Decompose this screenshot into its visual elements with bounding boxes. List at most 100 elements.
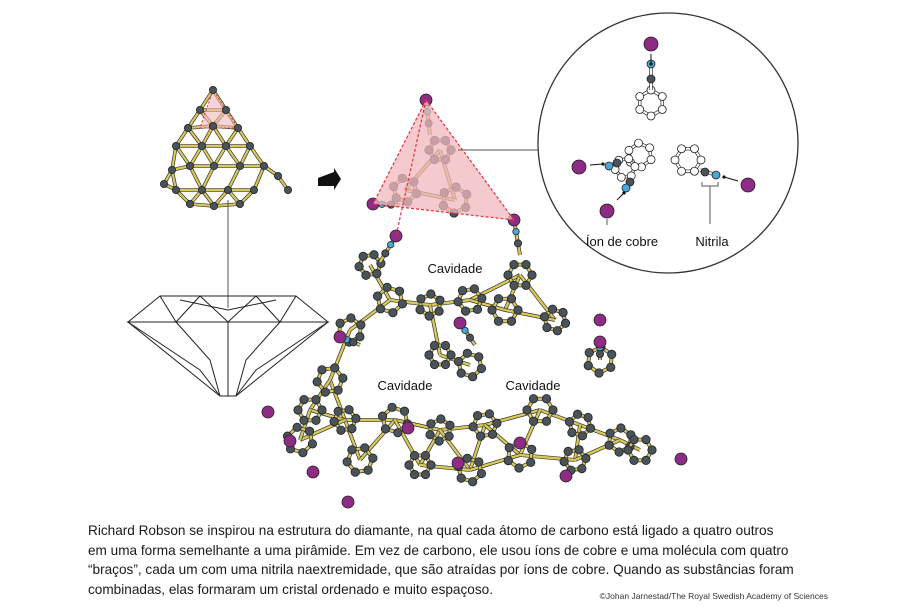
carbon-atom: [504, 443, 514, 453]
copper-ion: [643, 36, 659, 52]
carbon-atom: [208, 86, 217, 95]
carbon-atom: [474, 352, 484, 362]
carbon-atom: [167, 165, 176, 174]
carbon-atom: [245, 141, 254, 150]
carbon-atom: [317, 405, 327, 415]
carbon-atom: [299, 415, 309, 425]
carbon-atom: [349, 338, 358, 347]
carbon-atom: [629, 455, 639, 465]
carbon-atom: [171, 185, 180, 194]
carbon-atom: [468, 422, 478, 432]
copper-ion: [674, 452, 688, 466]
carbon-atom: [369, 250, 379, 260]
copper-ion: [261, 405, 275, 419]
copper-ion: [306, 465, 320, 479]
carbon-atom: [420, 450, 431, 461]
carbon-atom: [354, 262, 364, 272]
carbon-atom: [484, 409, 495, 419]
carbon-atom: [197, 141, 206, 150]
carbon-atom: [657, 92, 667, 101]
nitrile-label: Nitrila: [695, 234, 729, 249]
carbon-atom: [476, 363, 487, 374]
carbon-atom: [394, 286, 405, 296]
copper-ion: [740, 177, 756, 193]
carbon-atom: [436, 414, 446, 424]
carbon-atom: [434, 306, 444, 316]
carbon-atom: [382, 282, 392, 292]
carbon-atom: [513, 305, 523, 315]
carbon-atom: [298, 448, 308, 458]
carbon-atom: [235, 199, 244, 208]
copper-ion: [599, 203, 615, 219]
bond: [469, 298, 506, 312]
carbon-atom: [434, 436, 444, 446]
carbon-atom: [560, 318, 571, 328]
copper-ion: [571, 159, 587, 175]
carbon-atom: [420, 469, 431, 480]
carbon-atom: [596, 349, 605, 358]
carbon-atom: [356, 320, 366, 330]
copper-ion: [341, 495, 355, 509]
carbon-atom: [583, 412, 593, 423]
carbon-atom: [475, 431, 486, 441]
carbon-atom: [292, 422, 302, 432]
pyramid: [372, 98, 516, 221]
carbon-atom: [388, 308, 398, 318]
carbon-atom: [368, 453, 378, 463]
carbon-atom: [526, 457, 536, 467]
carbon-atom: [559, 457, 569, 467]
copper-ion: [453, 316, 467, 330]
carbon-atom: [456, 473, 466, 483]
bond: [175, 145, 191, 167]
carbon-atom: [465, 333, 474, 342]
carbon-atom: [547, 304, 558, 314]
carbon-atom: [514, 239, 523, 248]
carbon-atom: [548, 405, 558, 415]
bond: [349, 299, 391, 331]
carbon-atom: [435, 295, 445, 305]
arrowhead-icon: [722, 175, 726, 179]
carbon-atom: [235, 161, 244, 170]
caption-line: combinadas, elas formaram um cristal ord…: [88, 581, 493, 597]
bond: [189, 202, 215, 208]
bond: [359, 419, 396, 461]
carbon-atom: [351, 413, 361, 423]
bond: [227, 165, 241, 191]
carbon-atom: [577, 431, 588, 441]
nitrogen-atom: [711, 170, 721, 180]
carbon-atom: [469, 284, 480, 294]
carbon-atom: [350, 467, 360, 477]
arrowhead-icon: [649, 62, 653, 66]
carbon-atom: [558, 307, 568, 318]
pyramid-edge: [395, 99, 427, 237]
carbon-atom: [416, 294, 426, 304]
carbon-atom: [583, 361, 593, 371]
carbon-atom: [493, 316, 504, 326]
carbon-atom: [604, 440, 614, 450]
carbon-atom: [259, 161, 268, 170]
arrow-icon: [616, 192, 625, 201]
carbon-atom: [387, 402, 397, 412]
carbon-atom: [440, 359, 451, 370]
carbon-atom: [528, 416, 539, 426]
carbon-atom: [273, 171, 282, 180]
carbon-atom: [460, 306, 471, 316]
copper-ion: [593, 335, 607, 349]
carbon-atom: [208, 122, 217, 131]
carbon-atom: [453, 297, 463, 307]
carbon-atom: [541, 394, 552, 404]
copper-ion: [333, 330, 347, 344]
carbon-atom: [670, 155, 680, 165]
copper-ion-label: Íon de cobre: [586, 234, 658, 249]
carbon-atom: [197, 185, 206, 194]
carbon-atom: [185, 161, 194, 170]
carbon-atom: [487, 429, 498, 439]
carbon-atom: [625, 177, 635, 187]
carbon-atom: [616, 172, 626, 182]
carbon-atom: [607, 349, 617, 359]
carbon-atom: [635, 92, 645, 101]
carbon-atom: [612, 158, 622, 168]
carbon-atom: [283, 185, 292, 194]
carbon-atom: [690, 144, 699, 154]
nitrogen-atom: [461, 326, 469, 334]
